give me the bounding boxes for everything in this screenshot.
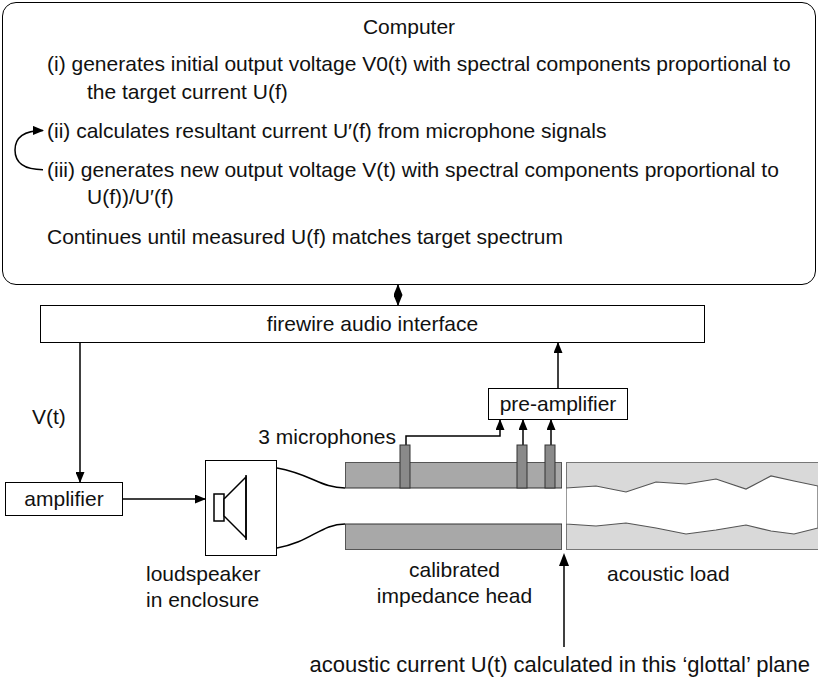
interface-box: firewire audio interface: [40, 305, 705, 343]
glottal-arrowhead: [559, 553, 569, 566]
microphone-symbol: [400, 445, 410, 488]
box-label: pre-amplifier: [500, 390, 617, 417]
speaker-magnet: [214, 494, 224, 521]
loop-arrow: [15, 130, 43, 169]
preamp-box: pre-amplifier: [488, 388, 628, 420]
bore-wall: [345, 523, 562, 524]
head-bore: [345, 488, 562, 524]
horn-wall: [277, 524, 345, 548]
signal-arrow: [79, 343, 81, 482]
box-label: amplifier: [24, 485, 103, 512]
microphone-symbol: [545, 445, 555, 488]
horn-wall: [277, 468, 345, 488]
speaker-rim: [245, 475, 247, 540]
load-drawing: [566, 462, 818, 550]
horn-connector: [277, 468, 345, 548]
note-text: acoustic current U(t) calculated in this…: [307, 651, 812, 679]
panel-heading: Computer: [17, 13, 801, 40]
impedance-head: calibrated impedance head: [345, 462, 562, 550]
part-label: 3 microphones: [256, 424, 398, 450]
step-text: (iii) generates new output voltage V(t) …: [47, 156, 801, 211]
acoustic-load: acoustic load: [566, 462, 818, 550]
part-label: acoustic load: [607, 561, 787, 587]
signal-name: V(t): [30, 404, 68, 430]
glottal-plane-arrow: [563, 565, 565, 647]
vocal-tract-shape: [566, 476, 818, 534]
step-text: (i) generates initial output voltage V0(…: [47, 50, 801, 105]
head-drawing: [345, 462, 562, 550]
signal-arrow: [397, 285, 399, 305]
part-label: loudspeaker in enclosure: [146, 561, 276, 614]
speaker-cone: [224, 477, 246, 538]
loudspeaker: loudspeaker in enclosure: [205, 460, 277, 556]
signal-arrow: [557, 343, 559, 388]
microphone-symbol: [517, 445, 527, 488]
box-label: firewire audio interface: [267, 310, 478, 337]
bore-wall: [345, 487, 562, 488]
amplifier-box: amplifier: [5, 482, 123, 516]
signal-arrow: [406, 420, 500, 462]
part-label: calibrated impedance head: [372, 557, 537, 610]
speaker-drawing: [206, 461, 275, 554]
signal-arrow: [123, 498, 205, 500]
step-text: Continues until measured U(f) matches ta…: [47, 223, 801, 250]
computer-panel: Computer (i) generates initial output vol…: [2, 2, 816, 285]
step-text: (ii) calculates resultant current U′(f) …: [47, 117, 801, 144]
